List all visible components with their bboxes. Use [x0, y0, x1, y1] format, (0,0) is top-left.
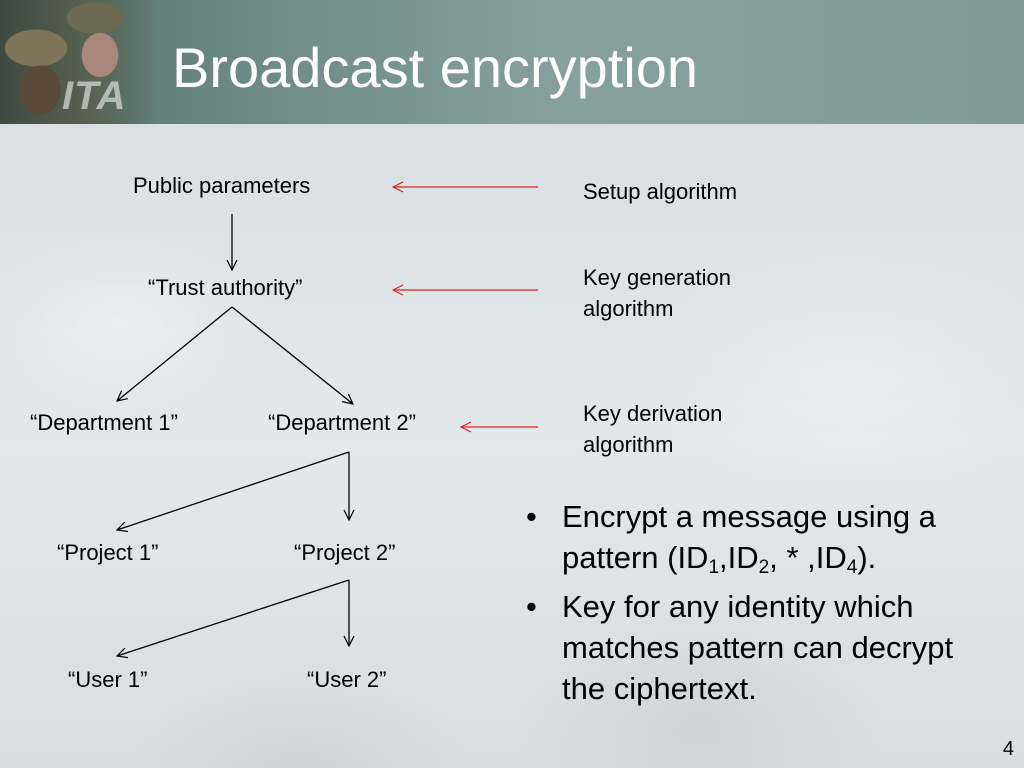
ita-logo: ITA — [62, 74, 127, 118]
bullet-text-part: , * ,ID — [769, 540, 847, 575]
bullet-item-key: • Key for any identity which matches pat… — [520, 586, 970, 709]
bullet-item-encrypt: • Encrypt a message using a pattern (ID1… — [520, 496, 970, 578]
node-project-1: “Project 1” — [57, 540, 159, 565]
bullet-dot-icon: • — [526, 589, 537, 624]
page-number: 4 — [1002, 738, 1014, 760]
node-department-2: “Department 2” — [268, 410, 416, 435]
subscript-4: 4 — [846, 557, 858, 578]
bullet-text-encrypt: Encrypt a message using a pattern (ID1,I… — [562, 499, 936, 578]
node-project-2: “Project 2” — [294, 540, 396, 565]
arrow-project2-to-user1 — [117, 579, 350, 656]
slide-background — [0, 124, 1024, 768]
node-user-2: “User 2” — [307, 667, 387, 692]
subscript-1: 1 — [708, 557, 720, 578]
bullet-list: • Encrypt a message using a pattern (ID1… — [520, 496, 970, 709]
key-generation-line-2: algorithm — [583, 296, 674, 321]
title-banner: ITA Broadcast encryption — [0, 0, 1024, 124]
label-key-generation-algorithm: Key generation algorithm — [583, 262, 731, 324]
node-public-parameters: Public parameters — [133, 173, 311, 198]
bullet-text-part: ). — [857, 540, 877, 575]
bullet-dot-icon: • — [526, 499, 537, 534]
key-generation-line-1: Key generation — [583, 265, 731, 290]
node-department-1: “Department 1” — [30, 410, 178, 435]
soldiers-photo — [0, 0, 160, 124]
node-user-1: “User 1” — [68, 667, 148, 692]
bullet-text-part: Encrypt a message using a pattern (ID — [562, 499, 936, 575]
slide-title: Broadcast encryption — [172, 36, 699, 99]
node-trust-authority: “Trust authority” — [148, 275, 303, 300]
bullet-text-key: Key for any identity which matches patte… — [562, 589, 954, 706]
arrow-trust-to-dept2 — [231, 306, 353, 404]
label-setup-algorithm: Setup algorithm — [583, 179, 738, 204]
bullet-text-part: ,ID — [719, 540, 759, 575]
key-derivation-line-1: Key derivation — [583, 401, 723, 426]
key-derivation-line-2: algorithm — [583, 432, 674, 457]
subscript-2: 2 — [758, 557, 770, 578]
label-key-derivation-algorithm: Key derivation algorithm — [583, 398, 722, 460]
arrow-trust-to-dept1 — [117, 306, 233, 401]
arrow-dept2-to-project1 — [117, 451, 350, 530]
